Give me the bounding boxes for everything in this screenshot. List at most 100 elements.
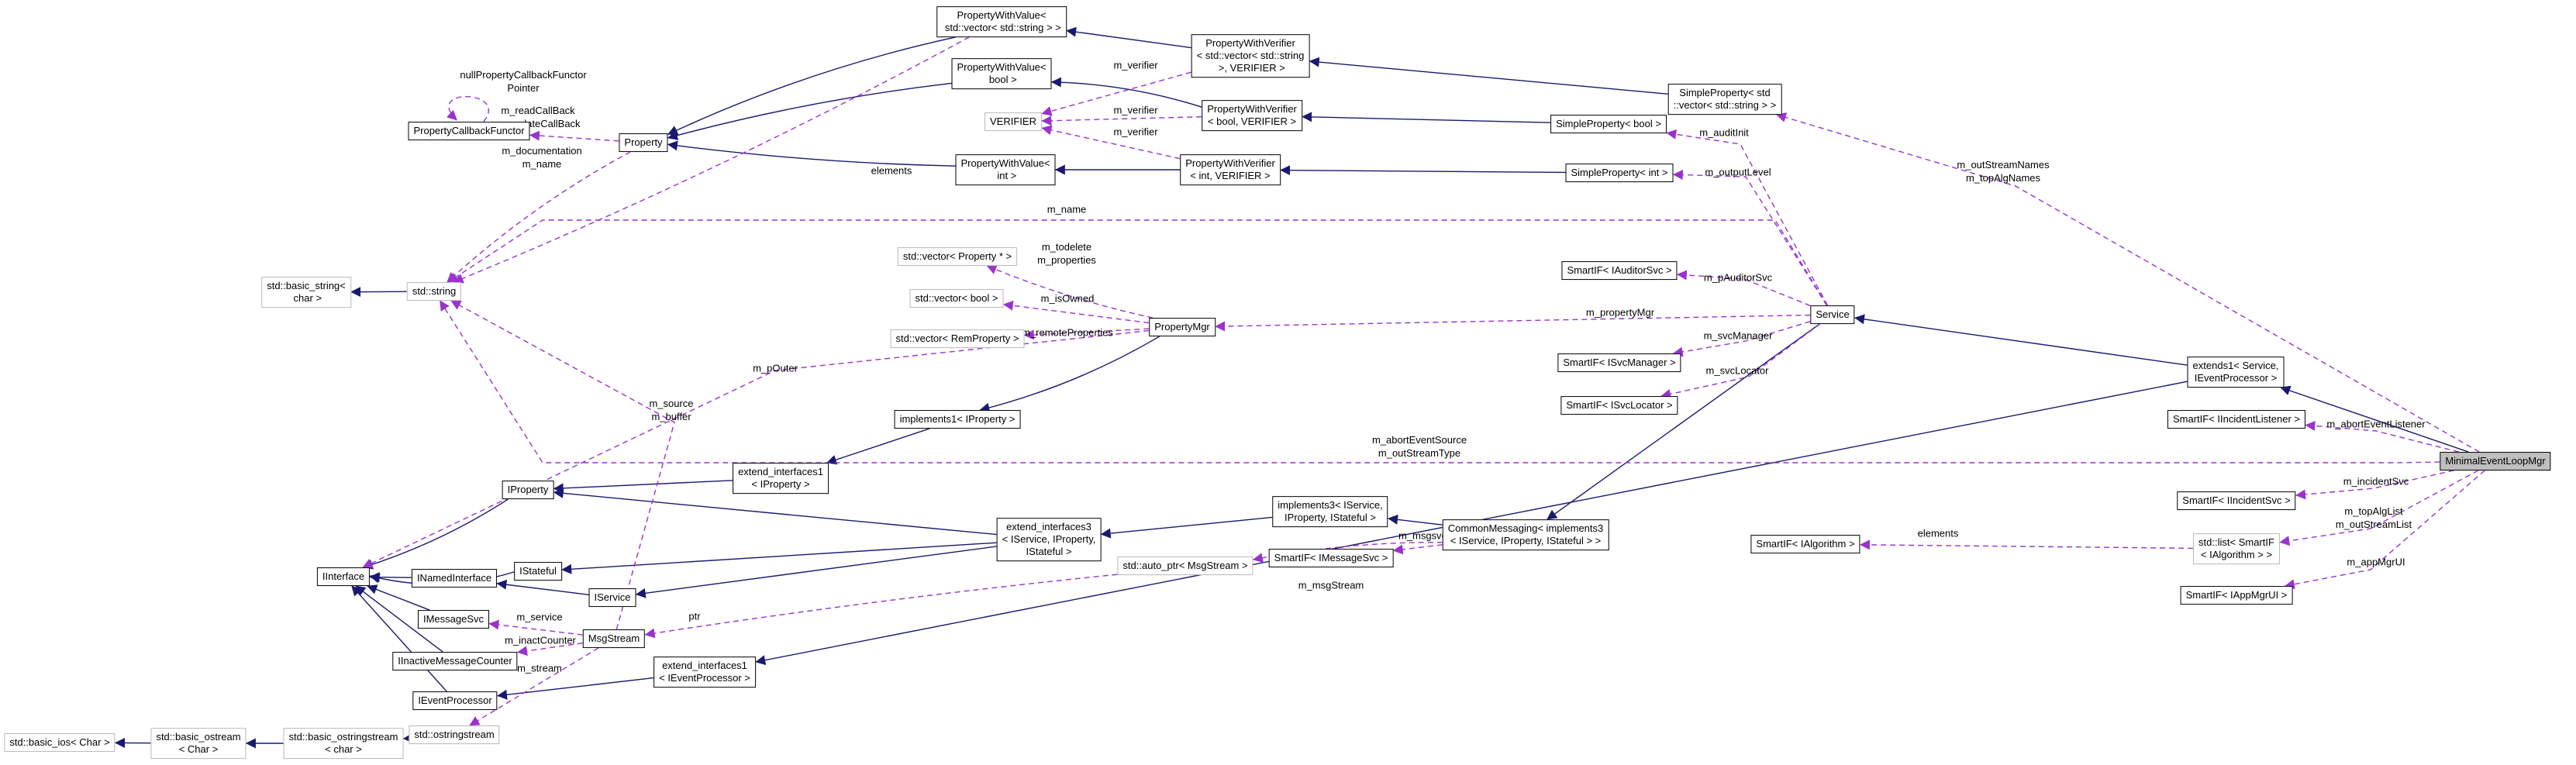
edge-inheritance-extend_interfaces1_iproperty-to-iproperty: [553, 480, 733, 494]
node-smartif_iincidentsvc[interactable]: SmartIF< IIncidentSvc >: [2177, 491, 2296, 510]
edge-usage-minimal_event_loop_mgr-to-sp_vector: [1775, 112, 2480, 453]
node-std_ostringstream[interactable]: std::ostringstream: [409, 725, 500, 744]
node-pwv_int[interactable]: PropertyWithValue< int >: [955, 154, 1056, 185]
node-iproperty[interactable]: IProperty: [502, 481, 554, 499]
node-extend_interfaces3[interactable]: extend_interfaces3 < IService, IProperty…: [996, 518, 1102, 561]
edge-inheritance-extends1-to-service: [1854, 314, 2188, 366]
node-basic_ostringstream[interactable]: std::basic_ostringstream < char >: [283, 728, 404, 759]
edge-inheritance-iinactivemessagecounter-to-iinterface: [355, 585, 443, 653]
node-smartif_ialgorithm[interactable]: SmartIF< IAlgorithm >: [1750, 535, 1860, 553]
edge-inheritance-sp_int-to-pwvf_int: [1280, 165, 1566, 176]
node-std_string[interactable]: std::string: [406, 282, 462, 301]
edge-usage-common_messaging-to-auto_ptr_msgstream: [1252, 542, 1443, 563]
edge-inheritance-imessagesvc-to-iinterface: [367, 584, 430, 611]
edge-usage-auto_ptr_msgstream-to-msgstream: [644, 574, 1118, 639]
edge-usage-service-to-sp_bool: [1666, 129, 1829, 306]
node-sp_int[interactable]: SimpleProperty< int >: [1565, 164, 1674, 182]
node-pwvf_bool[interactable]: PropertyWithVerifier < bool, VERIFIER >: [1202, 100, 1302, 131]
edge-usage-pwv_vector-to-std_string: [453, 36, 970, 284]
edge-inheritance-extend_interfaces1_ieventprocessor-to-ieventprocessor: [497, 677, 654, 700]
edge-usage-msgstream-to-iinactivemessagecounter: [517, 642, 583, 656]
node-list_smartif_ialgorithm[interactable]: std::list< SmartIF < IAlgorithm > >: [2193, 533, 2280, 564]
edge-usage-msgstream-to-std_ostringstream: [469, 647, 599, 726]
node-smartif_imessagesvc[interactable]: SmartIF< IMessageSvc >: [1268, 549, 1394, 567]
edge-usage-pwvf_bool-to-verifier: [1041, 115, 1202, 126]
node-vec_remproperty[interactable]: std::vector< RemProperty >: [890, 329, 1025, 348]
node-imessagesvc[interactable]: IMessageSvc: [417, 610, 490, 629]
edge-inheritance-sp_vector-to-pwvf_vector: [1309, 57, 1668, 95]
edge-inheritance-extend_interfaces3-to-istateful: [561, 542, 997, 574]
node-pwv_vector[interactable]: PropertyWithValue< std::vector< std::str…: [936, 6, 1067, 37]
edge-usage-property_mgr-to-vec_property: [986, 264, 1154, 319]
node-istateful[interactable]: IStateful: [514, 562, 562, 581]
node-extend_interfaces1_ieventprocessor[interactable]: extend_interfaces1 < IEventProcessor >: [653, 656, 756, 687]
edge-inheritance-service-to-common_messaging: [1547, 323, 1820, 520]
node-iservice[interactable]: IService: [588, 588, 636, 607]
node-common_messaging[interactable]: CommonMessaging< implements3 < IService,…: [1442, 519, 1609, 550]
node-sp_vector[interactable]: SimpleProperty< std ::vector< std::strin…: [1667, 84, 1782, 115]
node-pwvf_vector[interactable]: PropertyWithVerifier < std::vector< std:…: [1191, 34, 1310, 78]
edge-inheritance-implements1_iproperty-to-extend_interfaces1_iproperty: [826, 428, 930, 465]
node-auto_ptr_msgstream[interactable]: std::auto_ptr< MsgStream >: [1117, 557, 1254, 575]
node-implements1_iproperty[interactable]: implements1< IProperty >: [894, 410, 1021, 429]
edge-usage-common_messaging-to-smartif_imessagesvc: [1392, 544, 1443, 555]
edge-usage-msgstream-to-std_string: [450, 300, 675, 630]
edge-usage-minimal_event_loop_mgr-to-list_smartif_ialgorithm: [2279, 470, 2479, 546]
edge-usage-service-to-std_string: [447, 219, 1828, 306]
edge-usage-minimal_event_loop_mgr-to-smartif_iappmgrui: [2284, 470, 2485, 590]
node-inamedinterface[interactable]: INamedInterface: [411, 569, 498, 588]
node-basic_ostream[interactable]: std::basic_ostream < Char >: [150, 728, 247, 759]
edge-inheritance-implements3-to-extend_interfaces3: [1100, 516, 1273, 539]
edge-inheritance-iproperty-to-iinterface: [362, 498, 509, 570]
node-smartif_isvclocator[interactable]: SmartIF< ISvcLocator >: [1560, 396, 1678, 415]
edge-inheritance-pwv_vector-to-property: [667, 36, 957, 135]
edge-usage-pwvf_int-to-verifier: [1041, 125, 1181, 160]
edge-usage-list_smartif_ialgorithm-to-smartif_ialgorithm: [1859, 539, 2194, 550]
node-vec_property[interactable]: std::vector< Property * >: [897, 247, 1018, 266]
node-smartif_isvcmanager[interactable]: SmartIF< ISvcManager >: [1557, 353, 1681, 372]
edge-inheritance-pwvf_vector-to-pwv_vector: [1066, 26, 1191, 49]
node-verifier[interactable]: VERIFIER: [985, 112, 1042, 131]
edge-usage-property_mgr-to-iinterface: [362, 329, 1150, 568]
edge-usage-msgstream-to-imessagesvc: [488, 619, 583, 636]
node-vec_bool[interactable]: std::vector< bool >: [909, 289, 1004, 308]
node-property[interactable]: Property: [619, 133, 668, 152]
node-extend_interfaces1_iproperty[interactable]: extend_interfaces1 < IProperty >: [733, 463, 829, 494]
node-basic_string[interactable]: std::basic_string< char >: [261, 277, 351, 308]
edge-inheritance-property_mgr-to-implements1_iproperty: [979, 336, 1160, 413]
edge-inheritance-sp_bool-to-pwvf_bool: [1302, 112, 1551, 123]
edge-usage-property-to-std_string: [447, 151, 631, 283]
edge-usage-minimal_event_loop_mgr-to-smartif_iincidentlistener: [2305, 420, 2460, 453]
edge-usage-property-to-property_callback_functor: [529, 130, 619, 142]
node-extends1[interactable]: extends1< Service, IEventProcessor >: [2187, 357, 2285, 388]
node-msgstream[interactable]: MsgStream: [582, 629, 646, 648]
edge-inheritance-pwv_int-to-property: [667, 140, 956, 167]
node-sp_bool[interactable]: SimpleProperty< bool >: [1550, 115, 1667, 133]
node-smartif_iincidentlistener[interactable]: SmartIF< IIncidentListener >: [2167, 410, 2306, 429]
edge-self-loop-property_callback_functor-to-property_callback_functor: [446, 95, 490, 122]
edge-usage-property_mgr-to-vec_bool: [1002, 300, 1150, 324]
node-ieventprocessor[interactable]: IEventProcessor: [412, 691, 498, 710]
node-property_callback_functor[interactable]: PropertyCallbackFunctor: [408, 122, 530, 140]
edge-usage-service-to-smartif_isvcmanager: [1672, 321, 1811, 357]
node-pwv_bool[interactable]: PropertyWithValue< bool >: [951, 58, 1052, 89]
edge-paths: [115, 26, 2485, 749]
node-pwvf_int[interactable]: PropertyWithVerifier < int, VERIFIER >: [1180, 154, 1281, 185]
edge-usage-pwvf_vector-to-verifier: [1041, 71, 1191, 116]
node-service[interactable]: Service: [1810, 305, 1855, 324]
node-smartif_iauditorsvc[interactable]: SmartIF< IAuditorSvc >: [1561, 261, 1678, 280]
edge-inheritance-ieventprocessor-to-iinterface: [351, 585, 447, 692]
node-property_mgr[interactable]: PropertyMgr: [1149, 318, 1216, 336]
edge-inheritance-iservice-to-inamedinterface: [496, 579, 589, 595]
node-minimal_event_loop_mgr[interactable]: MinimalEventLoopMgr: [2440, 452, 2551, 470]
node-iinactivemessagecounter[interactable]: IInactiveMessageCounter: [392, 652, 518, 670]
edge-inheritance-common_messaging-to-implements3: [1388, 514, 1443, 526]
node-smartif_iappmgrui[interactable]: SmartIF< IAppMgrUI >: [2180, 586, 2293, 605]
node-implements3[interactable]: implements3< IService, IProperty, IState…: [1272, 496, 1388, 527]
edge-usage-minimal_event_loop_mgr-to-smartif_iincidentsvc: [2295, 470, 2454, 500]
node-basic_ios[interactable]: std::basic_ios< Char >: [4, 733, 116, 752]
node-iinterface[interactable]: IInterface: [316, 567, 371, 586]
edge-usage-service-to-smartif_iauditorsvc: [1676, 270, 1811, 307]
